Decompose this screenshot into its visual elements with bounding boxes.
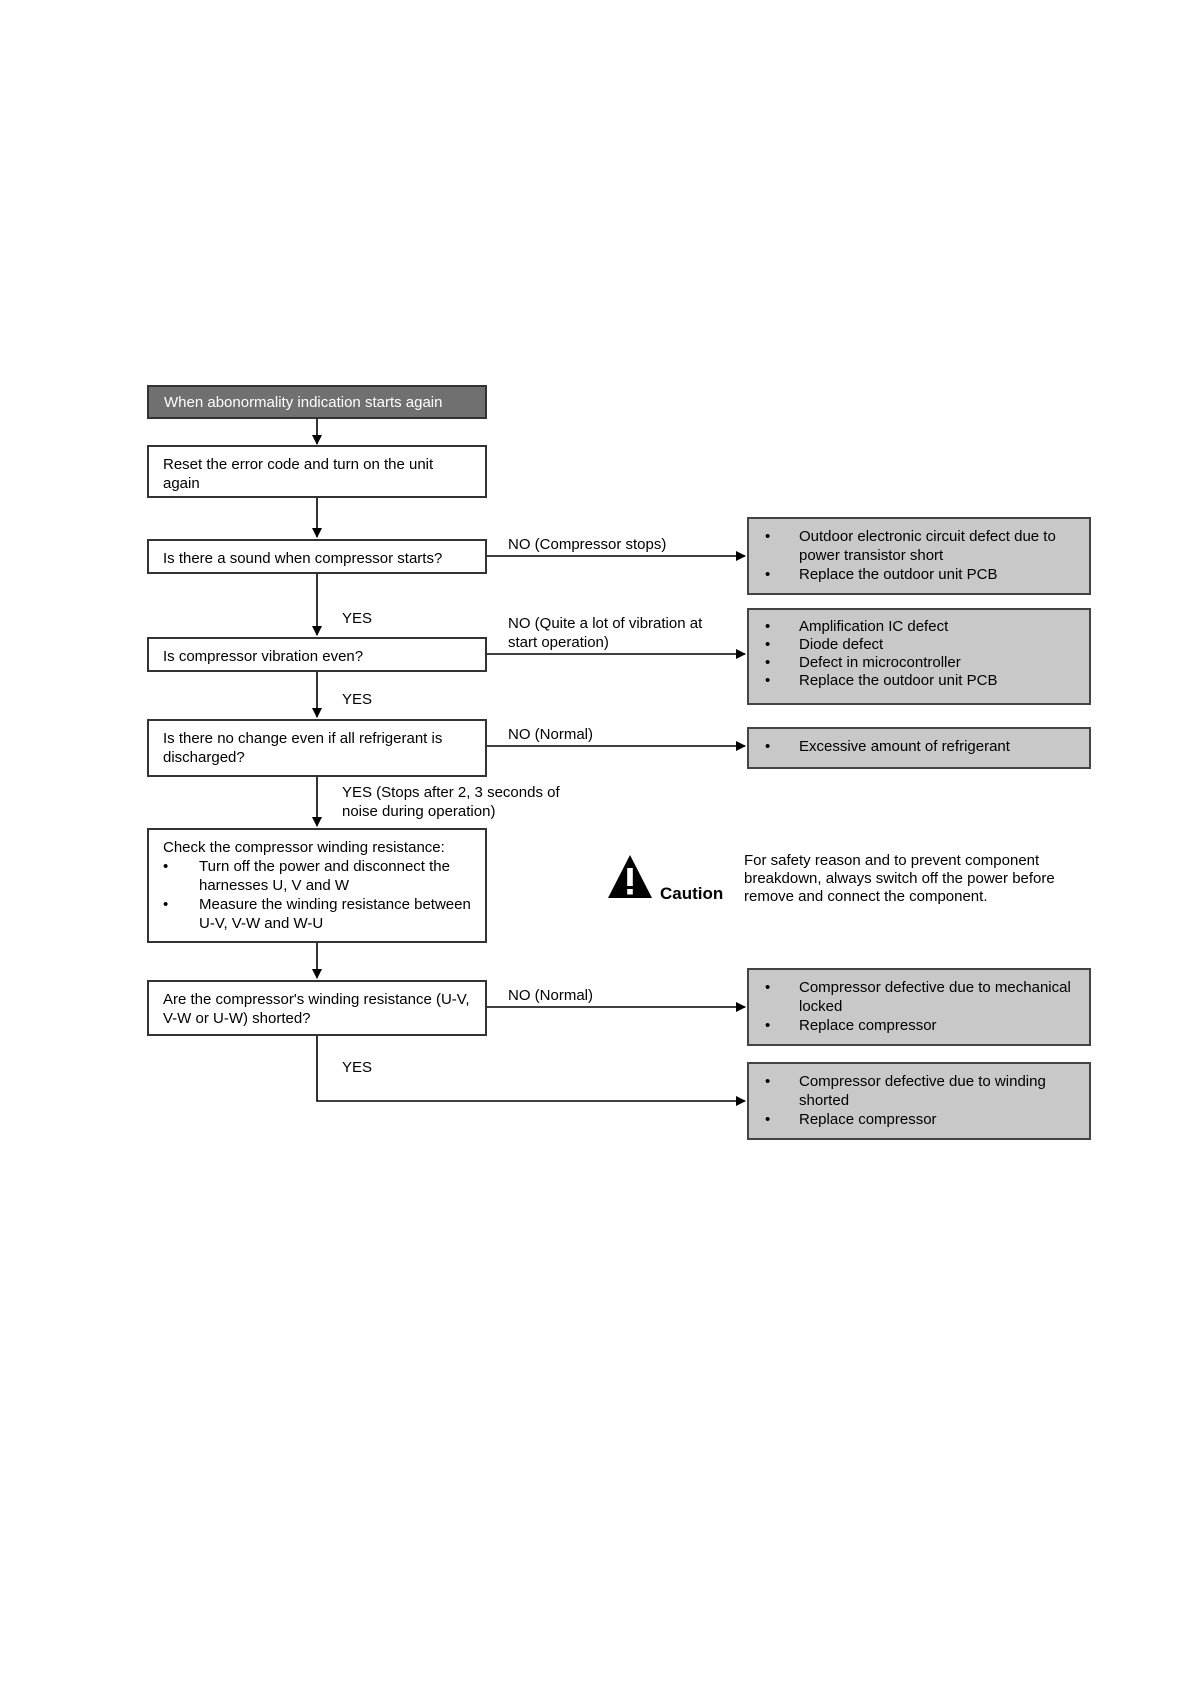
check-winding-box: Check the compressor winding resistance:… xyxy=(147,828,487,943)
result-item: Excessive amount of refrigerant xyxy=(763,737,1075,756)
result-box-5: Compressor defective due to winding shor… xyxy=(747,1062,1091,1140)
reset-box: Reset the error code and turn on the uni… xyxy=(147,445,487,498)
result-list-4: Compressor defective due to mechanical l… xyxy=(763,978,1075,1035)
label-no-vibration: NO (Quite a lot of vibration at start op… xyxy=(508,615,703,651)
result-item: Compressor defective due to mechanical l… xyxy=(763,978,1075,1016)
result-box-3: Excessive amount of refrigerant xyxy=(747,727,1091,769)
result-item: Defect in microcontroller xyxy=(763,654,1075,672)
label-no-compressor-stops: NO (Compressor stops) xyxy=(508,536,667,553)
result-item: Diode defect xyxy=(763,636,1075,654)
question-shorted-label: Are the compressor's winding resistance … xyxy=(163,991,470,1027)
caution-text: For safety reason and to prevent compone… xyxy=(744,852,1055,905)
result-item: Replace the outdoor unit PCB xyxy=(763,565,1075,584)
question-refrigerant-label: Is there no change even if all refrigera… xyxy=(163,730,443,766)
question-sound-box: Is there a sound when compressor starts? xyxy=(147,539,487,574)
result-item: Replace compressor xyxy=(763,1016,1075,1035)
reset-label: Reset the error code and turn on the uni… xyxy=(163,456,434,492)
label-no-normal-2: NO (Normal) xyxy=(508,987,593,1004)
question-shorted-box: Are the compressor's winding resistance … xyxy=(147,980,487,1036)
question-sound-label: Is there a sound when compressor starts? xyxy=(163,550,443,567)
label-yes-2: YES xyxy=(342,691,373,708)
check-list: Turn off the power and disconnect the ha… xyxy=(163,857,471,933)
label-yes-stops: YES (Stops after 2, 3 seconds of noise d… xyxy=(342,784,560,820)
question-vibration-box: Is compressor vibration even? xyxy=(147,637,487,672)
start-label: When abonormality indication starts agai… xyxy=(164,394,443,411)
result-item: Replace the outdoor unit PCB xyxy=(763,672,1075,690)
question-refrigerant-box: Is there no change even if all refrigera… xyxy=(147,719,487,777)
result-list-5: Compressor defective due to winding shor… xyxy=(763,1072,1075,1129)
start-box: When abonormality indication starts agai… xyxy=(147,385,487,419)
warning-triangle-icon xyxy=(608,855,652,898)
check-item: Measure the winding resistance between U… xyxy=(163,895,471,933)
result-box-4: Compressor defective due to mechanical l… xyxy=(747,968,1091,1046)
label-yes-3: YES xyxy=(342,1059,373,1076)
result-list-1: Outdoor electronic circuit defect due to… xyxy=(763,527,1075,584)
result-item: Outdoor electronic circuit defect due to… xyxy=(763,527,1075,565)
question-vibration-label: Is compressor vibration even? xyxy=(163,648,364,665)
result-list-2: Amplification IC defect Diode defect Def… xyxy=(763,618,1075,690)
result-item: Replace compressor xyxy=(763,1110,1075,1129)
result-box-1: Outdoor electronic circuit defect due to… xyxy=(747,517,1091,595)
label-yes-1: YES xyxy=(342,610,373,627)
check-item: Turn off the power and disconnect the ha… xyxy=(163,857,471,895)
label-no-normal-1: NO (Normal) xyxy=(508,726,593,743)
result-box-2: Amplification IC defect Diode defect Def… xyxy=(747,608,1091,705)
check-title: Check the compressor winding resistance: xyxy=(163,839,445,856)
result-item: Amplification IC defect xyxy=(763,618,1075,636)
result-item: Compressor defective due to winding shor… xyxy=(763,1072,1075,1110)
result-list-3: Excessive amount of refrigerant xyxy=(763,737,1075,756)
caution-label: Caution xyxy=(660,884,724,903)
